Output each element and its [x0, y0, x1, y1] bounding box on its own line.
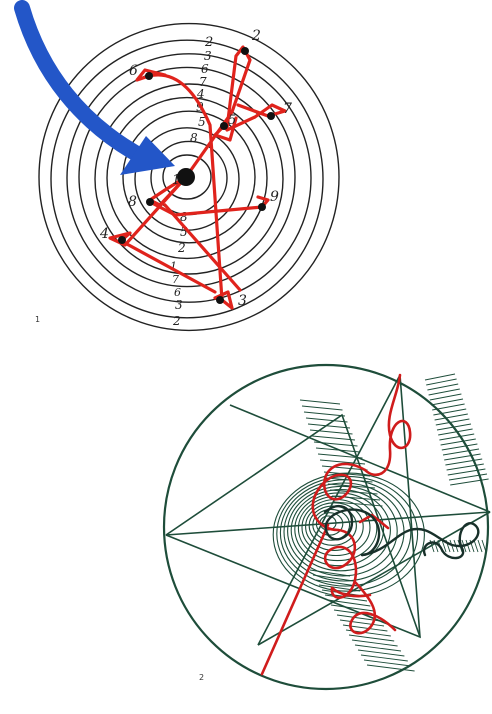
figure-1-caption: 1: [35, 315, 40, 324]
hatch-stroke: [431, 399, 463, 405]
point-9-dot: [258, 203, 266, 211]
hatch-stroke: [426, 379, 456, 385]
point-label: 3: [238, 293, 247, 309]
point-label: 6: [129, 63, 138, 79]
point-4-dot: [118, 236, 126, 244]
ring-label: 5: [198, 115, 206, 129]
figure-1-drawing: 2 3 6 7 4 9 5 8 8 5 2 1 7 6 3 2: [0, 0, 492, 340]
hatch-stroke: [439, 434, 474, 440]
hatch-stroke: [441, 439, 476, 445]
figure-1: 2 3 6 7 4 9 5 8 8 5 2 1 7 6 3 2: [0, 0, 492, 340]
hatch-stroke: [306, 418, 348, 422]
point-label: 4: [99, 226, 109, 242]
hatch-stroke: [312, 436, 355, 440]
point-6-dot: [145, 72, 153, 80]
figure-2-caption: 2: [199, 673, 204, 682]
hatch-stroke: [474, 540, 478, 552]
hatch-stroke: [432, 404, 464, 410]
point-label: 1: [172, 173, 180, 188]
point-label: 7: [283, 101, 292, 117]
hatch-stroke: [442, 444, 478, 450]
hatch-stroke: [482, 540, 486, 552]
ring-label: 3: [204, 49, 212, 63]
ring-label: 7: [172, 273, 179, 286]
hatch-stroke: [304, 412, 345, 416]
figure-2: 2: [0, 340, 492, 714]
point-label: 9: [270, 189, 279, 205]
hatch-stroke: [478, 540, 482, 552]
hatch-stroke: [427, 384, 458, 390]
hatch-stroke: [425, 374, 455, 380]
hatch-stroke: [443, 449, 479, 455]
hatch-stroke: [302, 406, 343, 410]
ring-label: 2: [204, 35, 213, 50]
ring-label: 3: [175, 298, 183, 312]
point-label: 2: [251, 28, 261, 44]
ring-label: 8: [190, 131, 198, 145]
hatch-stroke: [436, 419, 470, 425]
hatch-stroke: [429, 389, 460, 395]
ring-label: 2: [177, 241, 186, 255]
figure-2-drawing: 2: [0, 340, 492, 714]
point-label: 8: [128, 194, 137, 210]
hatch-stroke: [435, 414, 468, 420]
point-7-dot: [267, 112, 275, 120]
point-3-dot: [216, 296, 224, 304]
hatch-stroke: [300, 400, 340, 404]
point-8-dot: [146, 198, 154, 206]
hatch-stroke: [430, 394, 462, 400]
hatch-stroke: [445, 459, 482, 465]
ring-label: 6: [201, 62, 209, 76]
point-2-dot: [241, 47, 249, 55]
hatch-stroke: [444, 454, 480, 460]
point-label: 5: [228, 113, 236, 128]
point-5-dot: [220, 122, 228, 130]
ring-label: 2: [172, 314, 181, 328]
